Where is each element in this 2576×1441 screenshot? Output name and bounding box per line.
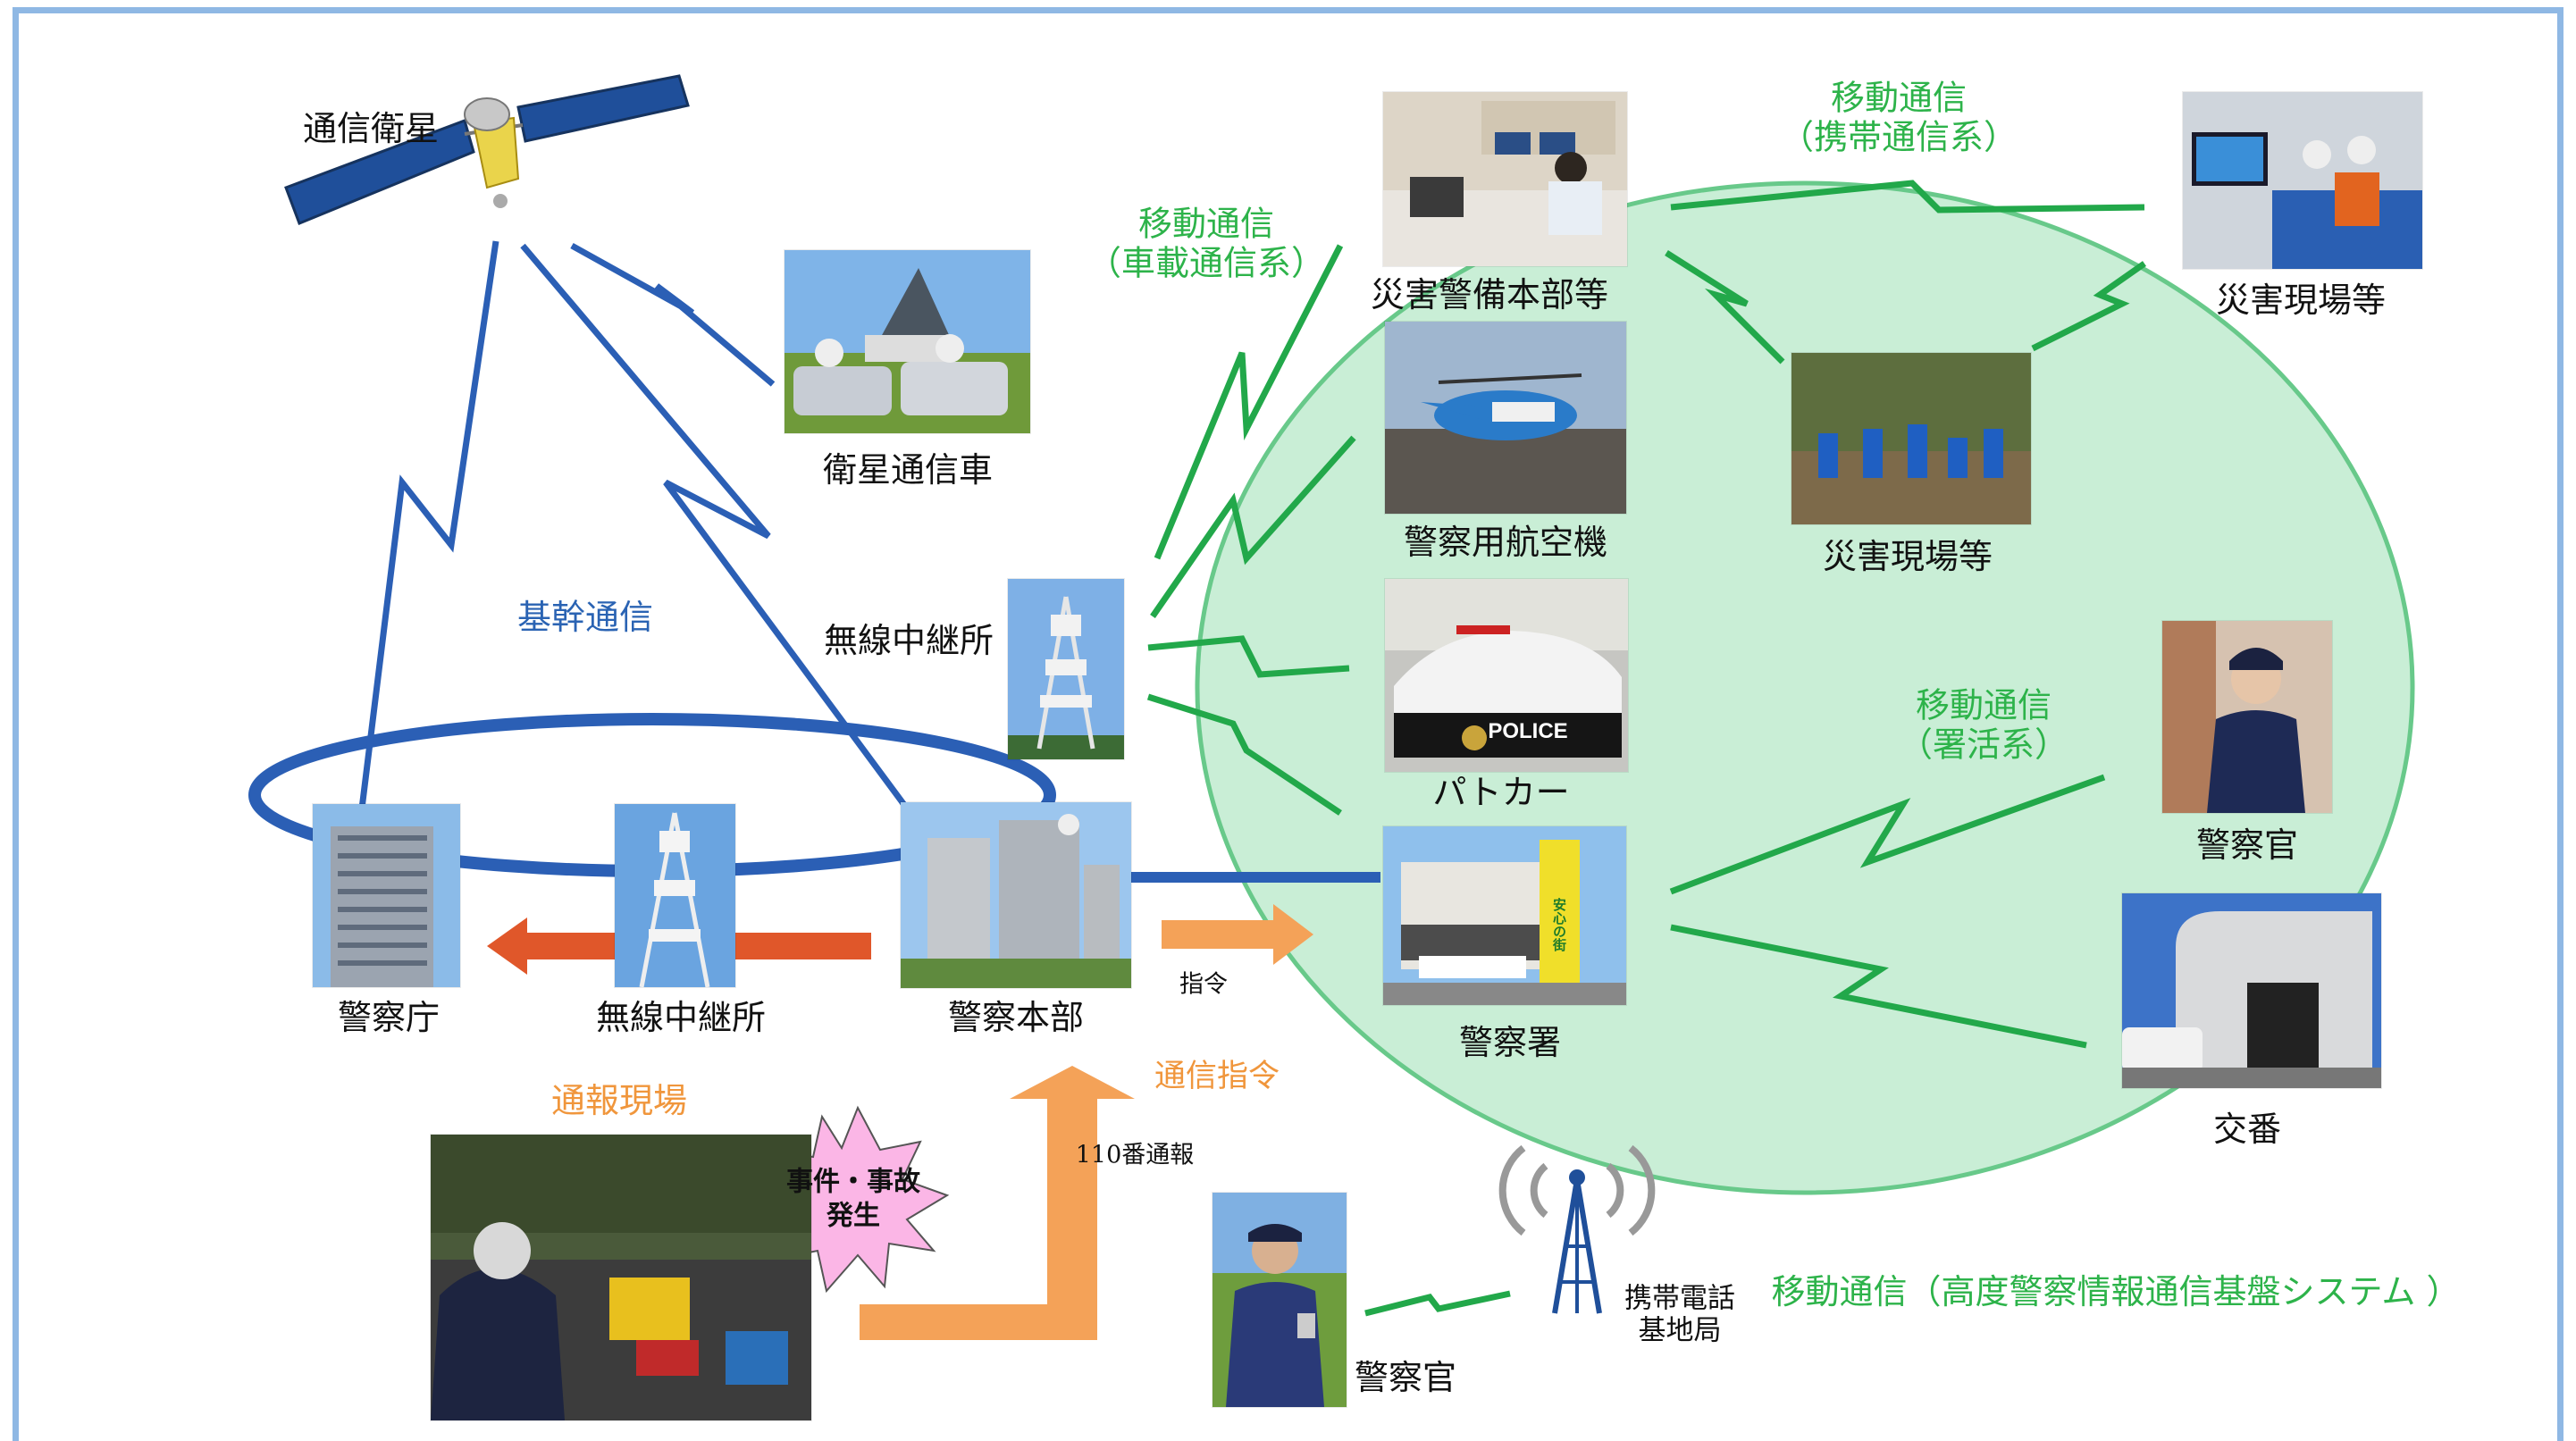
mobile-link-officer-base	[1364, 1290, 1511, 1317]
mobile-link-aircraft	[1150, 435, 1356, 618]
call-110-arrow	[860, 1066, 1135, 1340]
police-station-label: 警察署	[1458, 1023, 1562, 1063]
mobile-link-station-koban	[1670, 924, 2087, 1049]
relay-arrow-head	[487, 917, 527, 975]
report-site-label: 通報現場	[550, 1081, 688, 1121]
base-station-graphic	[1498, 1144, 1656, 1314]
mobile-link-hq-center	[1665, 250, 1785, 364]
photo-hq-building	[901, 802, 1131, 988]
command-arrow-body	[1162, 920, 1278, 949]
disaster-site-right-label: 災害現場等	[2215, 281, 2387, 321]
photo-report-site	[431, 1135, 811, 1420]
incident-label: 事件・事故 発生	[786, 1166, 920, 1232]
photo-npa-building	[313, 804, 460, 987]
relay-bottom-label: 無線中継所	[595, 998, 767, 1038]
command-label: 指令	[1179, 970, 1228, 999]
photo-disaster-hq	[1383, 92, 1627, 266]
command-arrow-head	[1273, 904, 1313, 965]
mobile-vehicle-label: 移動通信 （車載通信系）	[1087, 204, 1326, 282]
koban-label: 交番	[2212, 1110, 2282, 1150]
photo-aircraft	[1385, 322, 1626, 514]
photo-police-station: 安心の街	[1383, 826, 1626, 1005]
frame-border	[13, 7, 2563, 1441]
patrol-car-label: パトカー	[1432, 773, 1570, 813]
comm-command-label: 通信指令	[1154, 1058, 1280, 1094]
base-station-label: 携帯電話 基地局	[1624, 1282, 1735, 1346]
npa-label: 警察庁	[337, 998, 441, 1038]
photo-relay-bottom	[615, 804, 735, 987]
disaster-site-center-label: 災害現場等	[1822, 537, 1993, 577]
backbone-link-npa-satellite	[358, 240, 499, 809]
mobile-advanced-label: 移動通信（高度警察情報通信基盤システム ）	[1771, 1272, 2461, 1312]
hq-label: 警察本部	[947, 998, 1085, 1038]
officer-bottom-label: 警察官	[1354, 1358, 1457, 1398]
officer-right-label: 警察官	[2195, 825, 2299, 866]
backbone-link-hq-satellite	[520, 243, 910, 811]
mobile-link-patrol	[1147, 635, 1350, 678]
mobile-station-label: 移動通信 （署活系）	[1898, 685, 2069, 764]
mobile-link-station	[1146, 693, 1342, 816]
photo-satellite-car	[785, 250, 1030, 433]
call-110-label: 110番通報	[1075, 1141, 1195, 1169]
satellite-car-label: 衛星通信車	[822, 450, 994, 490]
disaster-hq-label: 災害警備本部等	[1370, 275, 1609, 315]
photo-officer-right	[2162, 621, 2332, 813]
photo-relay-top	[1008, 579, 1124, 759]
aircraft-label: 警察用航空機	[1403, 523, 1608, 563]
photo-disaster-site-right	[2183, 92, 2422, 269]
photo-disaster-site-center	[1791, 353, 2031, 524]
police-car-text: POLICE	[1488, 719, 1567, 743]
photo-officer-bottom	[1212, 1193, 1347, 1407]
satellite-label: 通信衛星	[302, 109, 440, 149]
photo-patrol-car: POLICE	[1385, 579, 1628, 772]
photo-koban	[2122, 893, 2381, 1088]
relay-top-label: 無線中継所	[823, 621, 994, 661]
mobile-link-disaster-hq	[1154, 244, 1344, 560]
backbone-label: 基幹通信	[516, 598, 654, 638]
satellite-graphic	[284, 74, 690, 225]
backbone-link-satcar	[570, 242, 776, 387]
mobile-link-station-officer	[1669, 774, 2106, 895]
mobile-link-hq-right	[1670, 180, 2145, 214]
mobile-portable-label: 移動通信 （携帯通信系）	[1779, 78, 2018, 156]
mobile-link-center-right	[2031, 261, 2147, 352]
station-sign-text: 安心の街	[1551, 897, 1567, 952]
